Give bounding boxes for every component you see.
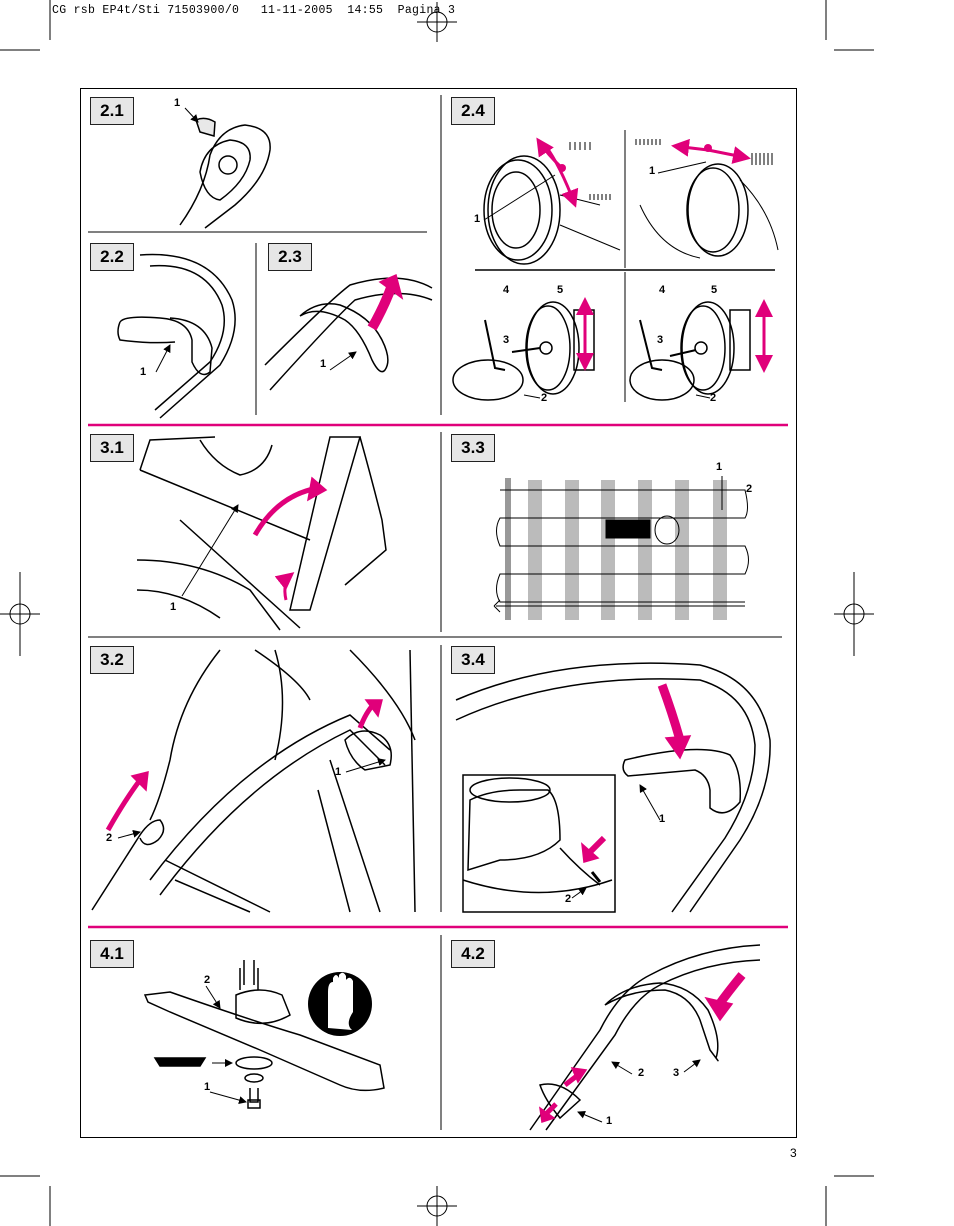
callout-2-4-2b: 2	[710, 392, 717, 404]
page-number: 3	[790, 1146, 797, 1160]
callout-4-2-3: 3	[673, 1067, 680, 1079]
callout-2-3-1: 1	[320, 358, 327, 370]
figure-label-3-3: 3.3	[451, 434, 495, 462]
fig-3-3-art	[493, 476, 749, 620]
page-frame	[80, 88, 797, 1138]
figure-label-2-1: 2.1	[90, 97, 134, 125]
registration-mark-bottom	[417, 1186, 457, 1226]
callout-3-2-1: 1	[335, 766, 342, 778]
fig-2-1-art	[179, 107, 271, 229]
section-dividers	[88, 95, 788, 1130]
fig-4-1-art	[143, 960, 385, 1109]
callout-2-4-5a: 5	[557, 284, 564, 296]
figure-label-2-4: 2.4	[451, 97, 495, 125]
fig-4-2-art	[529, 944, 761, 1131]
print-slug: CG rsb EP4t/Sti 71503900/0 11-11-2005 14…	[52, 4, 456, 17]
callout-3-1-1: 1	[170, 601, 177, 613]
callout-2-4-1a: 1	[474, 213, 481, 225]
registration-mark-top	[417, 2, 457, 42]
callout-2-2-1: 1	[140, 366, 147, 378]
callout-3-3-2: 2	[746, 483, 753, 495]
fig-2-4-art	[452, 137, 779, 401]
callout-3-4-2: 2	[565, 893, 572, 905]
fig-3-4-art	[455, 662, 771, 913]
callout-2-4-2a: 2	[541, 392, 548, 404]
figure-label-3-2: 3.2	[90, 646, 134, 674]
callout-4-1-1: 1	[204, 1081, 211, 1093]
figure-label-2-3: 2.3	[268, 243, 312, 271]
callout-2-4-1b: 1	[649, 165, 656, 177]
callout-3-4-1: 1	[659, 813, 666, 825]
figure-label-4-2: 4.2	[451, 940, 495, 968]
callout-2-4-3a: 3	[503, 334, 510, 346]
figure-label-3-4: 3.4	[451, 646, 495, 674]
registration-mark-left	[0, 572, 40, 656]
callout-4-1-2: 2	[204, 974, 211, 986]
figure-label-2-2: 2.2	[90, 243, 134, 271]
callout-2-1-1: 1	[174, 97, 181, 109]
callout-4-2-1: 1	[606, 1115, 613, 1127]
fig-2-2-art	[117, 253, 236, 419]
figure-label-4-1: 4.1	[90, 940, 134, 968]
fig-3-2-art	[91, 649, 416, 913]
callout-2-4-4a: 4	[503, 284, 510, 296]
callout-2-4-5b: 5	[711, 284, 718, 296]
callout-3-2-2: 2	[106, 832, 113, 844]
callout-2-4-4b: 4	[659, 284, 666, 296]
registration-mark-right	[834, 572, 874, 656]
fig-3-1-art	[136, 436, 387, 631]
callout-2-4-3b: 3	[657, 334, 664, 346]
fig-2-3-art	[264, 273, 433, 391]
callout-4-2-2: 2	[638, 1067, 645, 1079]
figure-label-3-1: 3.1	[90, 434, 134, 462]
callout-3-3-1: 1	[716, 461, 723, 473]
